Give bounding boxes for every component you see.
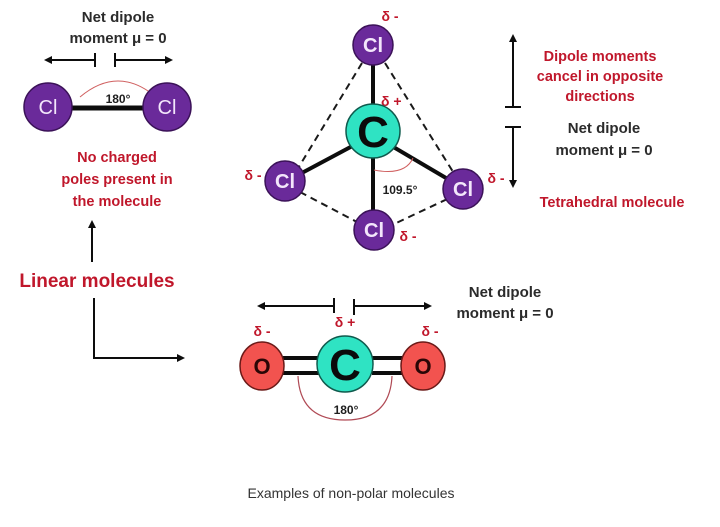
ccl4-net-dipole-line1: Net dipole	[568, 120, 641, 137]
co2-charge-center: δ +	[335, 314, 356, 330]
c-atom-center: C	[345, 103, 401, 159]
ccl4-angle-arc	[373, 157, 414, 172]
cl-atom-right: Cl	[142, 82, 192, 132]
ccl4-dipole-note-line1: Dipole moments	[544, 49, 657, 65]
arrow-to-co2	[93, 298, 185, 362]
cl-atom-right: Cl	[442, 168, 484, 210]
linear-molecules-group: Linear molecules	[19, 220, 185, 362]
cl-atom-label: Cl	[453, 179, 473, 201]
c-atom-label: C	[357, 108, 389, 157]
co2-bond-angle: 180°	[334, 403, 359, 417]
cl-atom-label: Cl	[364, 220, 384, 242]
cl2-bond-angle: 180°	[106, 92, 131, 106]
cl2-net-dipole-line1: Net dipole	[82, 9, 155, 26]
ccl4-dipole-arrows	[505, 34, 521, 188]
charge-left: δ -	[244, 167, 261, 183]
tetrahedral-label: Tetrahedral molecule	[540, 195, 685, 211]
cl-atom-label: Cl	[158, 97, 177, 119]
cl-atom-left: Cl	[264, 160, 306, 202]
cl2-note-line3: the molecule	[73, 194, 162, 210]
co2-dipole-arrows	[257, 298, 432, 315]
cl2-net-dipole-line2: moment μ = 0	[69, 30, 166, 47]
c-atom-label: C	[329, 341, 361, 390]
ccl4-dipole-note-line3: directions	[565, 89, 634, 105]
cl-atom-label: Cl	[363, 35, 383, 57]
cl2-molecule: Net dipole moment μ = 0 180° Cl Cl No ch…	[23, 9, 192, 210]
linear-molecules-label: Linear molecules	[19, 271, 174, 292]
cl2-note-line1: No charged	[77, 150, 157, 166]
cl-atom-label: Cl	[275, 171, 295, 193]
o-atom-label: O	[414, 354, 431, 379]
cl2-dipole-arrows	[44, 53, 173, 67]
co2-angle-arc	[297, 375, 393, 421]
co2-net-dipole-line1: Net dipole	[469, 284, 542, 301]
cl-atom-bottom: Cl	[353, 209, 395, 251]
ccl4-dipole-note-line2: cancel in opposite	[537, 69, 664, 85]
co2-molecule: Net dipole moment μ = 0 δ - δ + δ - 180°…	[239, 284, 554, 421]
cl-atom-label: Cl	[39, 97, 58, 119]
charge-right: δ -	[487, 170, 504, 186]
co2-net-dipole-line2: moment μ = 0	[456, 305, 553, 322]
co2-charge-right: δ -	[421, 323, 438, 339]
ccl4-bond-angle: 109.5°	[383, 183, 418, 197]
figure-caption: Examples of non-polar molecules	[248, 485, 455, 501]
ccl4-net-dipole-line2: moment μ = 0	[555, 142, 652, 159]
cl-atom-top: Cl	[352, 24, 394, 66]
o-atom-label: O	[253, 354, 270, 379]
charge-top: δ -	[381, 8, 398, 24]
c-atom-center: C	[316, 335, 374, 393]
o-atom-right: O	[400, 341, 446, 391]
ccl4-molecule: 109.5° δ - δ + δ - δ - δ - Cl Cl Cl Cl C	[244, 8, 685, 251]
o-atom-left: O	[239, 341, 285, 391]
cl2-note-line2: poles present in	[61, 172, 172, 188]
charge-bottom: δ -	[399, 228, 416, 244]
co2-charge-left: δ -	[253, 323, 270, 339]
cl-atom-left: Cl	[23, 82, 73, 132]
charge-center: δ +	[381, 93, 402, 109]
